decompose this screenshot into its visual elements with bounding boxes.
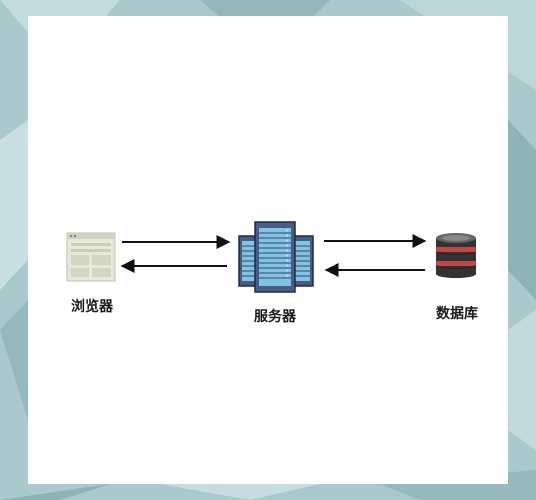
database-icon — [435, 233, 477, 278]
browser-window-icon — [66, 232, 116, 282]
browser-label: 浏览器 — [71, 299, 113, 315]
database-label: 数据库 — [436, 306, 478, 322]
server-rack-icon — [238, 221, 314, 293]
server-label: 服务器 — [254, 309, 296, 325]
